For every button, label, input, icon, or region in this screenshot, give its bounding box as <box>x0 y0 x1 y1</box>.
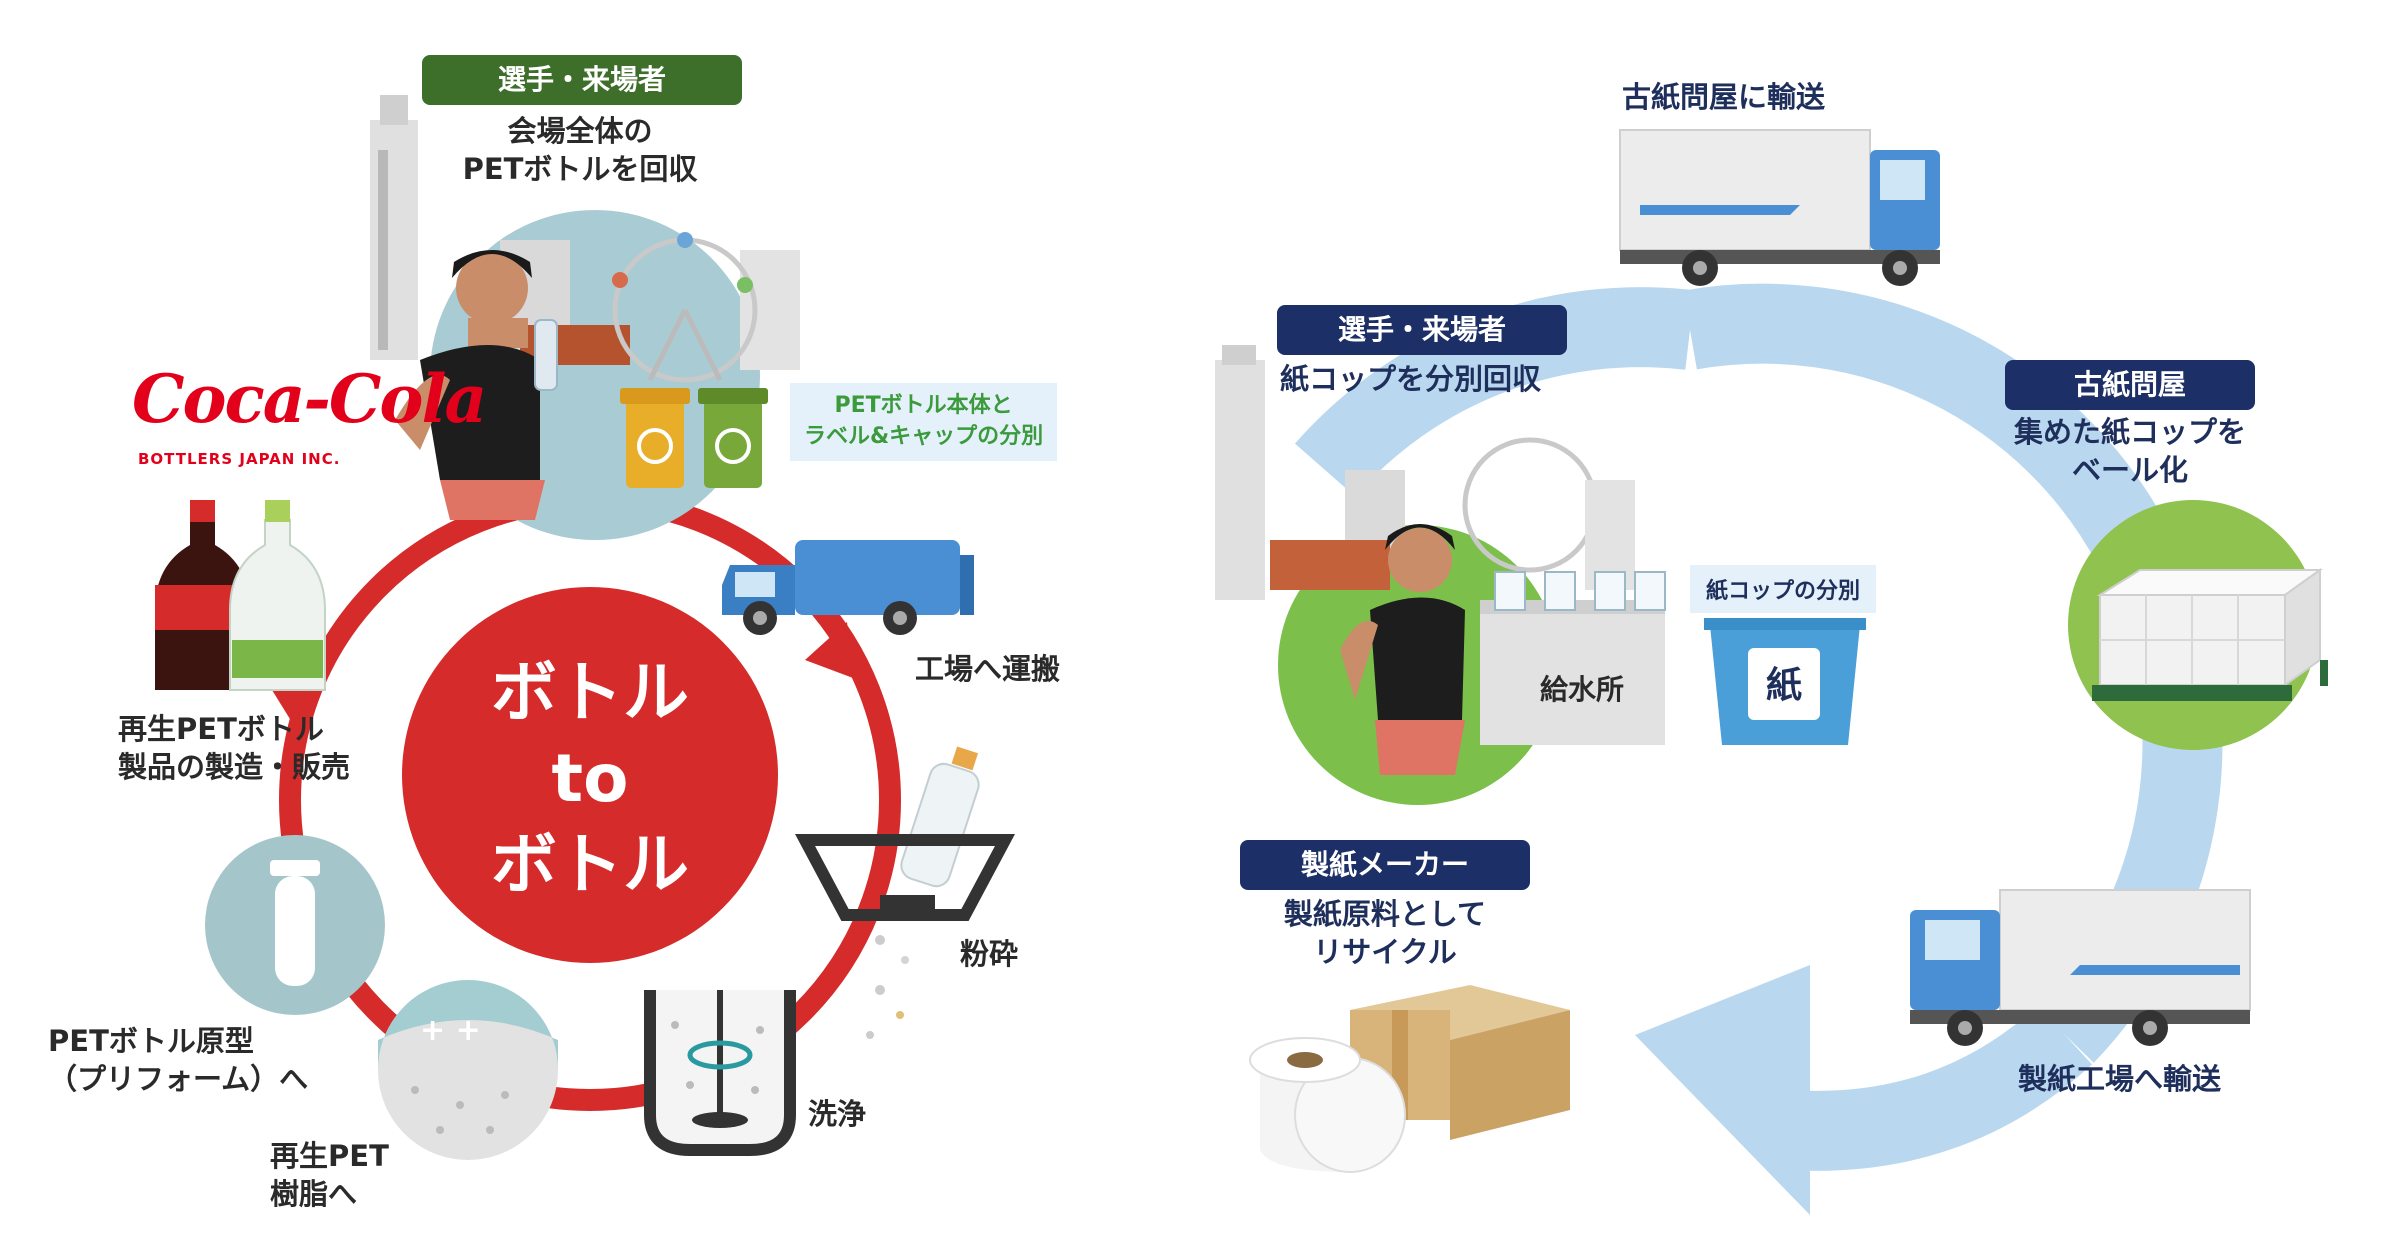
bottle-to-bottle-title: ボトル to ボトル <box>491 654 689 903</box>
step-wash: 洗浄 <box>808 1097 867 1131</box>
coca-cola-logo-sub: BOTTLERS JAPAN INC. <box>138 450 341 468</box>
garbage-truck-illustration <box>722 540 974 635</box>
step-transport: 工場へ運搬 <box>915 652 1061 686</box>
step-crush: 粉砕 <box>960 937 1019 971</box>
step-preform: PETボトル原型 （プリフォーム）へ <box>48 1024 309 1097</box>
truck-bottom-illustration <box>1910 889 2251 1046</box>
step-product: 再生PETボトル 製品の製造・販売 <box>118 712 351 785</box>
venue-scene-right <box>1215 345 1866 805</box>
preform-illustration <box>205 835 385 1015</box>
wholesaler-text: 集めた紙コップを ベール化 <box>2013 415 2246 488</box>
resin-illustration: + + <box>378 980 558 1160</box>
sort-note: PETボトル本体と ラベル&キャップの分別 <box>790 383 1058 461</box>
water-station-label: 給水所 <box>1540 673 1625 706</box>
maker-text: 製紙原料として リサイクル <box>1283 897 1487 970</box>
truck-top-illustration <box>1619 129 1940 286</box>
venue-scene-left <box>370 95 800 540</box>
wholesaler-badge: 古紙問屋 <box>2005 360 2255 410</box>
washer-illustration <box>644 990 796 1156</box>
crusher-illustration <box>795 746 1015 1039</box>
maker-badge: 製紙メーカー <box>1240 840 1530 890</box>
bottles-illustration <box>155 500 326 691</box>
step-resin: 再生PET 樹脂へ <box>270 1139 389 1212</box>
right-athlete-text: 紙コップを分別回収 <box>1280 362 1542 396</box>
right-athlete-badge: 選手・来場者 <box>1277 305 1567 355</box>
left-collect-text: 会場全体の PETボトルを回収 <box>462 114 698 187</box>
paper-products-illustration <box>1249 985 1570 1173</box>
coca-cola-logo: Coca-Cola <box>132 360 487 438</box>
bottle-cycle-center <box>402 587 778 963</box>
transport-top-label: 古紙問屋に輸送 <box>1622 80 1826 114</box>
bale-illustration <box>2068 500 2328 750</box>
cup-sort-note: 紙コップの分別 <box>1690 565 1877 613</box>
left-athlete-badge: 選手・来場者 <box>422 55 742 105</box>
svg-text:+ +: + + <box>420 1013 481 1048</box>
paper-bin-mark: 紙 <box>1766 665 1803 706</box>
transport-bottom-label: 製紙工場へ輸送 <box>2018 1062 2222 1096</box>
